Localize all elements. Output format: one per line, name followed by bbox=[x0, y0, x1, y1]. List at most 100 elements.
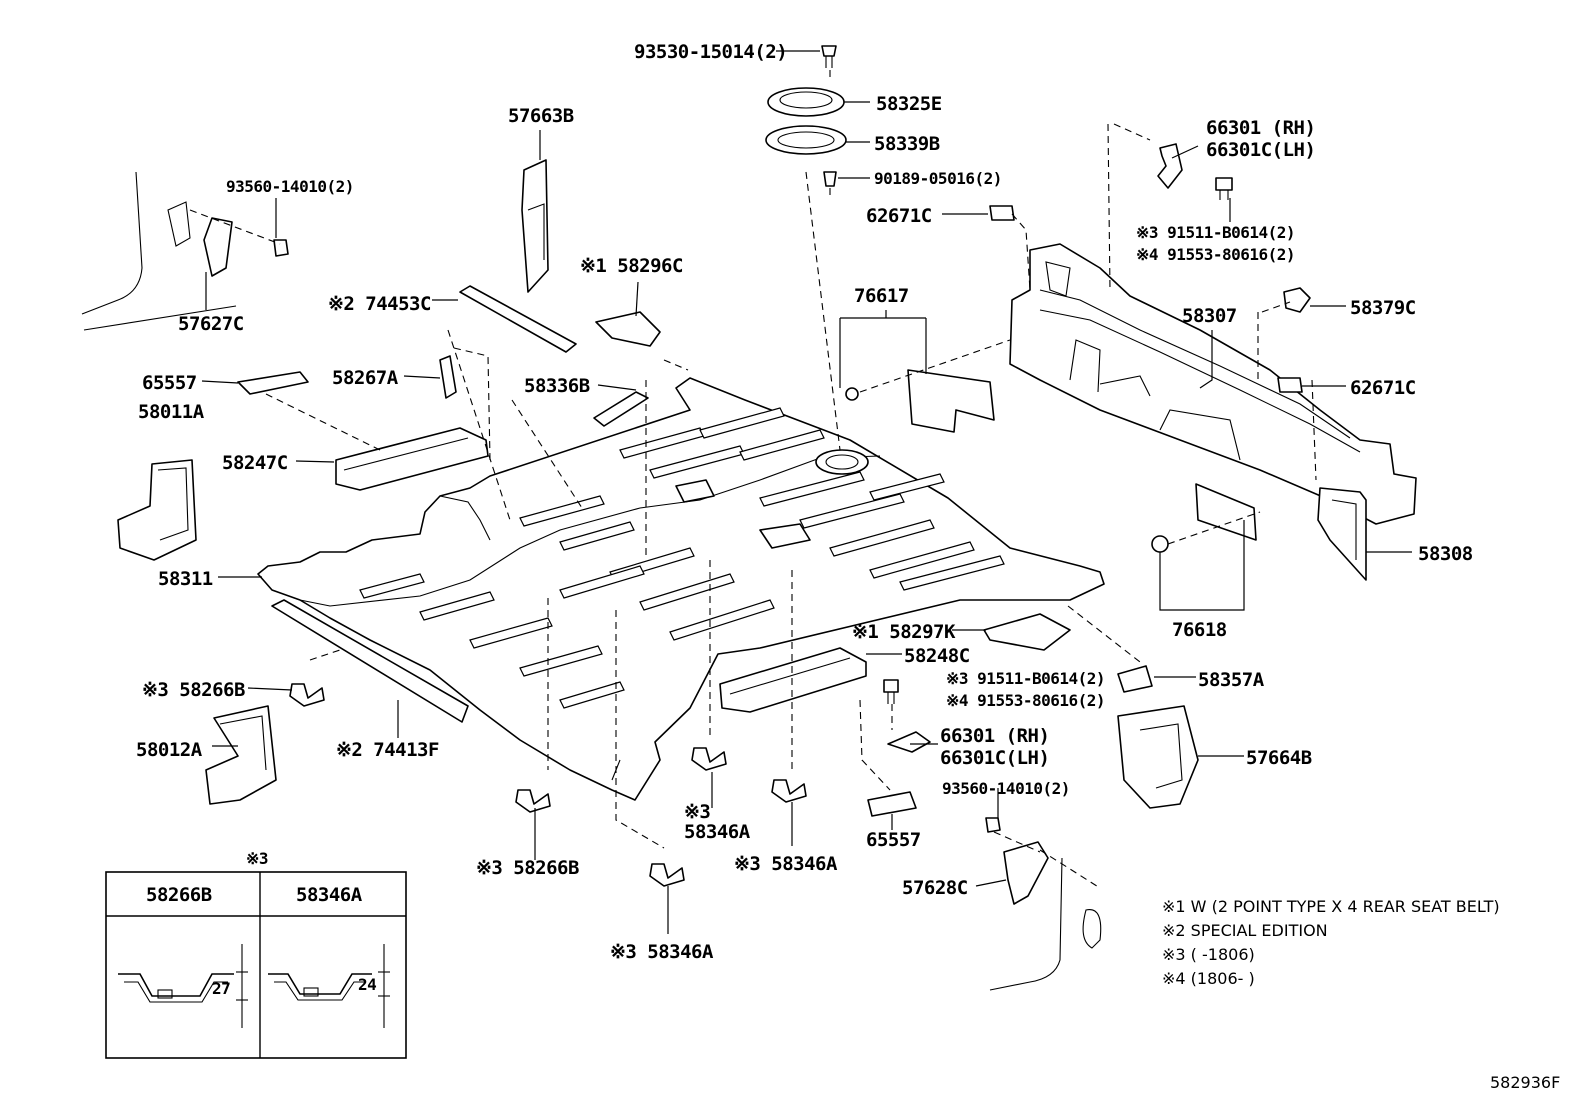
label-62671C-top: 62671C bbox=[866, 205, 932, 227]
plug-58379C bbox=[1283, 287, 1311, 313]
bolt-93560-bottom bbox=[985, 817, 1001, 833]
panel-57664B bbox=[1117, 705, 1199, 809]
label-58379C: 58379C bbox=[1350, 297, 1416, 319]
note-3: ※3 ( -1806) bbox=[1162, 945, 1255, 964]
clip-58357A bbox=[1117, 665, 1153, 693]
inset-58346A-profile: 24 bbox=[268, 944, 390, 1028]
bolt-93530 bbox=[821, 45, 837, 68]
label-93530-15014: 93530-15014(2) bbox=[634, 41, 787, 63]
floor-pan-58311 bbox=[257, 377, 1105, 801]
ring-58339B bbox=[765, 125, 847, 155]
floor-ribs bbox=[359, 407, 1005, 709]
plug-62671C-top bbox=[989, 205, 1015, 221]
label-66301-rh-top: 66301 (RH) bbox=[1206, 117, 1315, 139]
strip-74453C bbox=[459, 285, 577, 353]
clip-58346A-a bbox=[691, 747, 727, 771]
bracket-58012A bbox=[205, 705, 277, 805]
label-76617: 76617 bbox=[854, 285, 909, 307]
inset-table: ※3 58266B 58346A 27 24 bbox=[105, 849, 407, 1059]
hook-66301-bottom bbox=[883, 679, 931, 753]
label-91511-bottom: ※3 91511-B0614(2) bbox=[946, 669, 1105, 688]
inset-mark: ※3 bbox=[246, 849, 268, 868]
plate-65557-left bbox=[237, 371, 309, 395]
label-58336B: 58336B bbox=[524, 375, 590, 397]
clip-58266B-b bbox=[515, 789, 551, 813]
bracket-57627C bbox=[167, 201, 289, 277]
label-91553-bottom: ※4 91553-80616(2) bbox=[946, 691, 1105, 710]
inset-col2-header: 58346A bbox=[296, 884, 363, 906]
label-58308: 58308 bbox=[1418, 543, 1473, 565]
label-57627C: 57627C bbox=[178, 313, 244, 335]
bracket-57663B bbox=[521, 159, 549, 293]
clip-58346A-c bbox=[649, 863, 685, 887]
member-58247C bbox=[335, 427, 489, 491]
clip-58346A-b bbox=[771, 779, 807, 803]
label-58267A: 58267A bbox=[332, 367, 399, 389]
label-58311: 58311 bbox=[158, 568, 213, 590]
label-66301C-lh-top: 66301C(LH) bbox=[1206, 139, 1315, 161]
label-93560-14010-bottom: 93560-14010(2) bbox=[942, 779, 1070, 798]
bracket-58267A bbox=[439, 355, 457, 399]
label-90189-05016: 90189-05016(2) bbox=[874, 169, 1002, 188]
inset-col1-header: 58266B bbox=[146, 884, 212, 906]
plate-58296C bbox=[595, 311, 661, 347]
label-58346A-b: ※3 58346A bbox=[734, 853, 838, 875]
member-58248C bbox=[719, 647, 867, 713]
label-58266B-b: ※3 58266B bbox=[476, 857, 579, 879]
label-65557-left: 65557 bbox=[142, 372, 197, 394]
label-58296C: ※1 58296C bbox=[580, 255, 683, 277]
cover-76617 bbox=[845, 369, 995, 433]
inset-dim-27: 27 bbox=[212, 979, 230, 998]
bracket-57628C bbox=[1003, 841, 1049, 905]
bracket-58336B bbox=[593, 391, 649, 427]
figure-id: 582936F bbox=[1490, 1073, 1560, 1092]
label-58297K: ※1 58297K bbox=[852, 621, 956, 643]
label-65557-bottom: 65557 bbox=[866, 829, 921, 851]
label-58346A-a: 58346A bbox=[684, 821, 751, 843]
label-91511-top: ※3 91511-B0614(2) bbox=[1136, 223, 1295, 242]
label-76618: 76618 bbox=[1172, 619, 1227, 641]
side-panel-58308 bbox=[1317, 487, 1367, 581]
note-4: ※4 (1806- ) bbox=[1162, 969, 1255, 988]
label-58307: 58307 bbox=[1182, 305, 1237, 327]
label-66301C-lh-bottom: 66301C(LH) bbox=[940, 747, 1049, 769]
label-93560-14010-top: 93560-14010(2) bbox=[226, 177, 354, 196]
note-1: ※1 W (2 POINT TYPE X 4 REAR SEAT BELT) bbox=[1162, 897, 1500, 916]
label-58012A: 58012A bbox=[136, 739, 203, 761]
callout-labels: 93530-15014(2) 58325E 58339B 90189-05016… bbox=[136, 41, 1473, 963]
label-58346A-c: ※3 58346A bbox=[610, 941, 714, 963]
plate-65557-bottom bbox=[867, 791, 917, 817]
note-2: ※2 SPECIAL EDITION bbox=[1162, 921, 1328, 940]
label-57628C: 57628C bbox=[902, 877, 968, 899]
plug-62671C-right bbox=[1277, 377, 1303, 393]
clip-58266B-a bbox=[289, 683, 325, 707]
plate-58297K bbox=[983, 613, 1071, 651]
label-74413F: ※2 74413F bbox=[336, 739, 439, 761]
label-58325E: 58325E bbox=[876, 93, 942, 115]
label-58357A: 58357A bbox=[1198, 669, 1265, 691]
label-62671C-right: 62671C bbox=[1350, 377, 1416, 399]
label-57663B: 57663B bbox=[508, 105, 574, 127]
label-58011A: 58011A bbox=[138, 401, 205, 423]
clip-90189 bbox=[823, 171, 837, 187]
label-91553-top: ※4 91553-80616(2) bbox=[1136, 245, 1295, 264]
plug-58325E bbox=[767, 87, 845, 117]
hook-66301-top bbox=[1157, 143, 1233, 200]
cover-76618 bbox=[1151, 483, 1257, 553]
inset-58266B-profile: 27 bbox=[118, 944, 248, 1028]
panel-58011A bbox=[117, 459, 197, 561]
leader-lines bbox=[201, 50, 1412, 934]
label-66301-rh-bottom: 66301 (RH) bbox=[940, 725, 1049, 747]
body-outline-right bbox=[989, 857, 1102, 991]
footnotes: ※1 W (2 POINT TYPE X 4 REAR SEAT BELT) ※… bbox=[1162, 897, 1500, 988]
inset-dim-24: 24 bbox=[358, 975, 376, 994]
label-74453C: ※2 74453C bbox=[328, 293, 431, 315]
body-outline-left bbox=[81, 171, 237, 331]
label-58247C: 58247C bbox=[222, 452, 288, 474]
strip-74413F bbox=[271, 599, 469, 723]
label-57664B: 57664B bbox=[1246, 747, 1312, 769]
reference-lines bbox=[189, 70, 1317, 889]
label-58346A-a-mark: ※3 bbox=[684, 801, 710, 823]
label-58248C: 58248C bbox=[904, 645, 970, 667]
